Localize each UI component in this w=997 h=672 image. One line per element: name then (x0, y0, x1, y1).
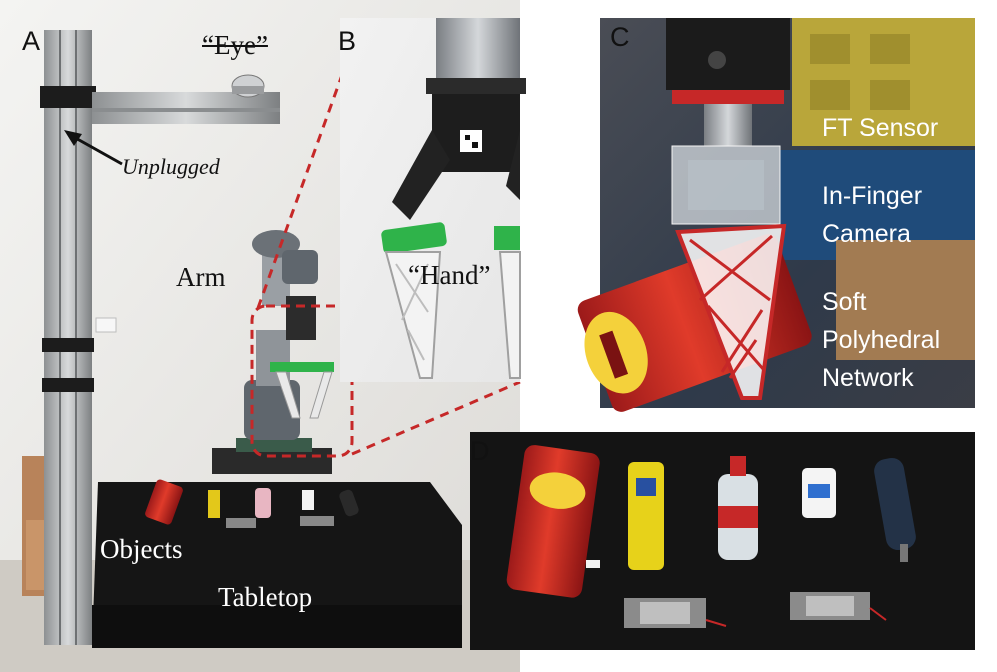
soft-network-label-line3: Network (822, 364, 914, 392)
panel-c-scene (577, 18, 975, 412)
eye-label: “Eye” (202, 30, 268, 60)
panel-label-a: A (22, 26, 41, 56)
soft-network-label-line2: Polyhedral (822, 326, 941, 354)
panel-label-b: B (338, 26, 357, 56)
hand-label: “Hand” (408, 260, 491, 290)
soft-network-label-line1: Soft (822, 288, 867, 316)
arm-label: Arm (176, 262, 226, 292)
tabletop-label: Tabletop (218, 582, 313, 612)
in-finger-camera-label-line1: In-Finger (822, 182, 923, 210)
panel-label-c: C (610, 22, 630, 52)
in-finger-camera-label-line2: Camera (822, 220, 911, 248)
unplugged-label: Unplugged (122, 154, 220, 179)
zoom-connector-top (256, 63, 348, 309)
objects-label: Objects (100, 534, 183, 564)
zoom-connector-bottom (351, 380, 521, 456)
panel-b-scene (340, 18, 526, 382)
panel-d-scene (470, 432, 975, 650)
panel-label-d: D (470, 436, 490, 466)
unplugged-arrow-icon (64, 130, 123, 166)
ft-sensor-label: FT Sensor (822, 114, 939, 142)
